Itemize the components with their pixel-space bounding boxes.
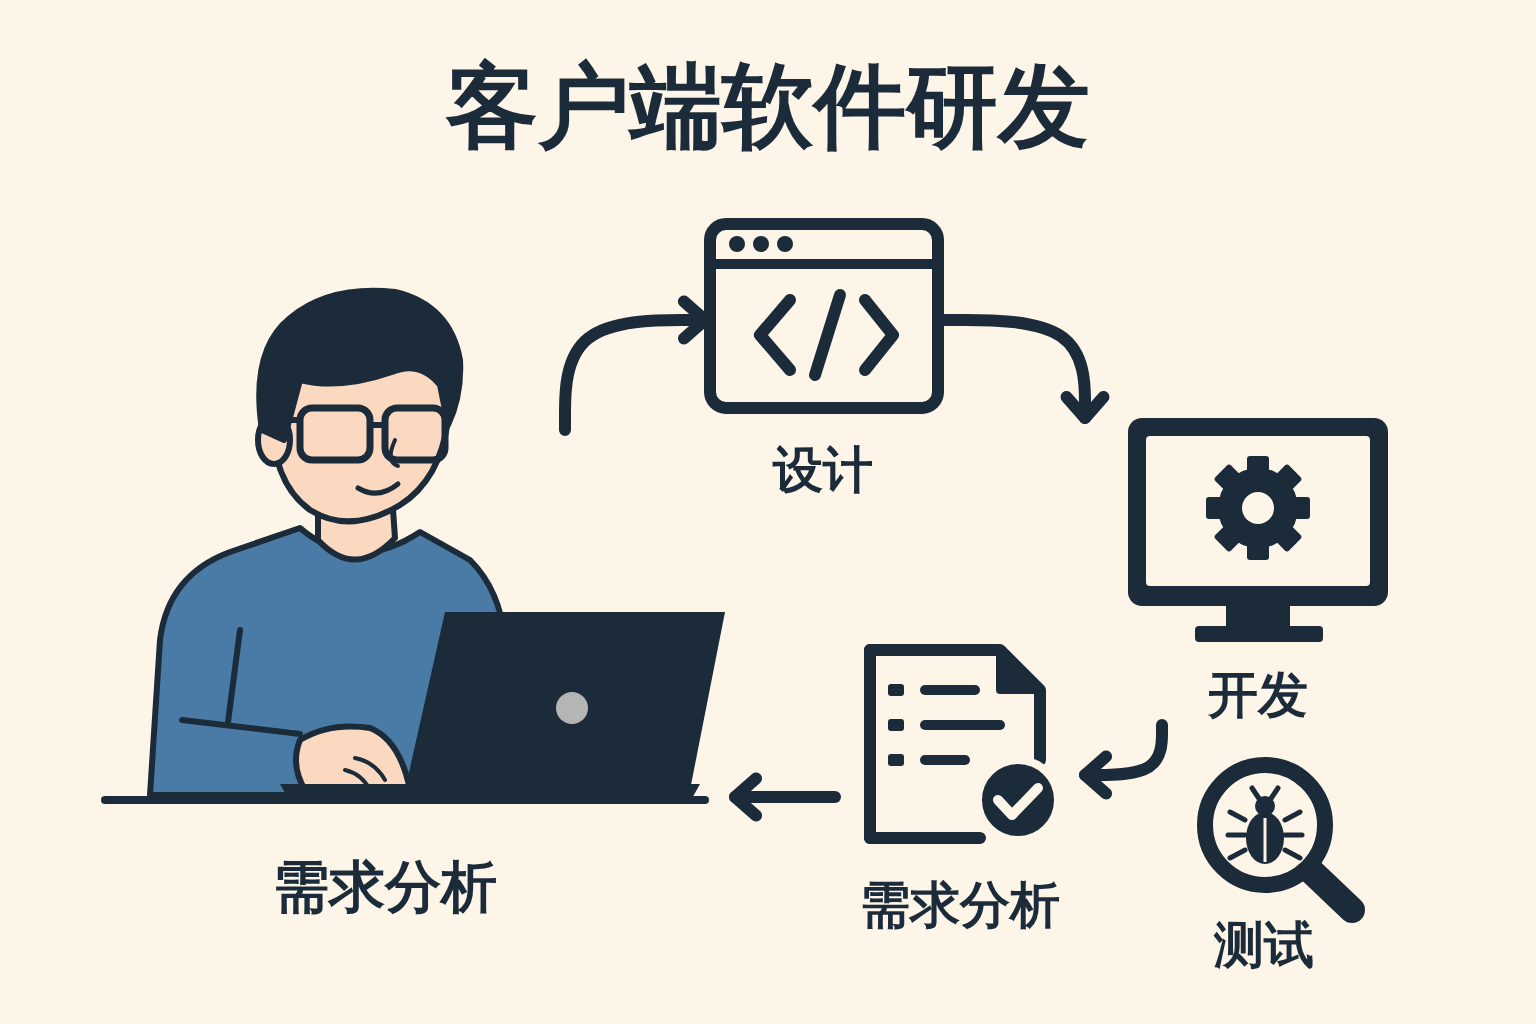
magnifier-bug-icon-part: [1205, 765, 1325, 885]
magnifier-bug-icon: [1205, 765, 1352, 910]
document-check-icon: [870, 650, 1058, 840]
person-figure-part: [370, 422, 385, 428]
laptop: [105, 612, 725, 802]
code-window-icon-part: [710, 224, 938, 408]
magnifier-bug-icon-part: [1246, 812, 1284, 864]
monitor-gear-icon: [1128, 418, 1388, 642]
document-check-icon-part: [925, 685, 975, 695]
document-check-icon-part: [925, 720, 1000, 730]
person-figure-part: [278, 417, 300, 423]
step-node: 设计: [705, 215, 941, 500]
step-label: 需求分析: [860, 875, 1060, 935]
code-window-icon-part: [753, 236, 769, 252]
step-node: 需求分析: [35, 430, 735, 920]
code-window-icon: [710, 224, 938, 408]
person-figure-part: [182, 720, 300, 734]
person-figure-part: [300, 408, 370, 460]
monitor-gear-icon-part-part: [1218, 468, 1298, 548]
laptop-part: [556, 692, 588, 724]
flow-arrow: [941, 320, 1103, 418]
monitor-gear-icon-part: [1195, 626, 1323, 642]
magnifier-bug-icon-part: [1310, 870, 1352, 910]
code-window-icon-part: [865, 300, 893, 370]
step-node: 需求分析: [835, 640, 1085, 935]
arrow-head: [1067, 397, 1104, 418]
code-window-icon-part: [729, 236, 745, 252]
flow-arrow: [735, 779, 835, 816]
person-figure-part: [228, 630, 240, 722]
monitor-gear-icon-part: [1128, 418, 1388, 606]
document-check-icon-part: [888, 684, 904, 696]
magnifier-bug-icon-part: [1264, 818, 1267, 862]
document-check-icon-part: [978, 760, 1058, 840]
code-window-icon-part: [777, 236, 793, 252]
arrow-line: [735, 791, 835, 803]
flow-arrow: [1085, 725, 1162, 793]
document-check-icon-part: [864, 650, 876, 838]
arrow-line: [941, 320, 1085, 418]
arrow-head: [1085, 757, 1106, 794]
code-window-icon-part: [760, 300, 790, 370]
arrow-head: [684, 302, 705, 339]
document-check-icon-part: [870, 650, 1040, 838]
code-window-icon-part: [815, 295, 840, 375]
document-check-icon-part: [888, 719, 904, 731]
diagram-title: 客户端软件研发: [0, 52, 1536, 162]
laptop-part: [405, 612, 725, 790]
person-figure-part: [391, 440, 398, 466]
monitor-gear-icon-part: [1206, 456, 1310, 560]
step-label: 需求分析: [273, 853, 497, 920]
person-figure-part: [296, 727, 410, 791]
person-figure-part: [259, 291, 460, 440]
step-label: 测试: [1214, 915, 1314, 975]
step-label: 开发: [1208, 665, 1308, 725]
step-label: 设计: [773, 440, 873, 500]
person-figure-part: [385, 408, 445, 460]
step-node: 开发: [1075, 418, 1441, 725]
arrow-head: [735, 779, 756, 816]
document-check-icon-part: [925, 755, 965, 765]
monitor-gear-icon-part-part: [1242, 492, 1274, 524]
document-check-icon-part: [888, 754, 904, 766]
person-figure-part: [358, 484, 398, 493]
flow-arrow: [565, 302, 705, 430]
monitor-gear-icon-part: [1146, 436, 1370, 586]
laptop-part: [105, 796, 705, 804]
document-check-icon-part: [1000, 650, 1040, 690]
code-window-icon-part: [710, 259, 938, 269]
step-node: 测试: [1180, 750, 1348, 975]
document-check-icon-part: [998, 788, 1038, 815]
